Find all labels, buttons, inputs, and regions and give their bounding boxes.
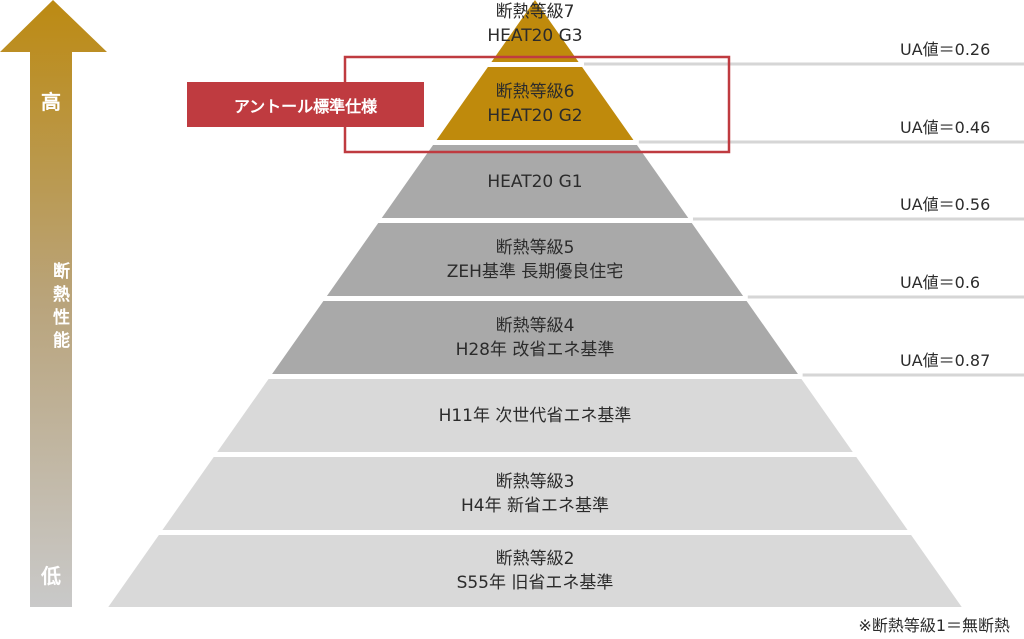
pyramid-tier <box>381 145 689 218</box>
tier-line2: H28年 改省エネ基準 <box>455 339 615 360</box>
pyramid-tier <box>326 223 744 296</box>
tier-line1: 断熱等級7 <box>495 2 575 22</box>
tier-line1: 断熱等級4 <box>495 315 575 336</box>
pyramid-tier <box>162 457 908 530</box>
performance-arrow <box>0 0 107 607</box>
tier-line1: 断熱等級5 <box>495 237 575 258</box>
footnote: ※断熱等級1＝無断熱 <box>858 616 1010 635</box>
standard-spec-badge: アントール標準仕様 <box>187 82 424 127</box>
tier-line2: S55年 旧省エネ基準 <box>456 573 614 593</box>
ua-value: UA値＝0.56 <box>900 195 991 214</box>
pyramid-tier <box>108 535 962 607</box>
tier-line2: HEAT20 G3 <box>487 26 583 46</box>
tier-line2: H4年 新省エネ基準 <box>460 495 609 516</box>
pyramid-tier <box>436 67 634 140</box>
tier-line1: H11年 次世代省エネ基準 <box>438 405 632 426</box>
tier-label: HEAT20 G1 <box>335 170 735 194</box>
tier-line2: ZEH基準 長期優良住宅 <box>446 261 624 282</box>
ua-value: UA値＝0.46 <box>900 118 991 137</box>
tier-label: H11年 次世代省エネ基準 <box>335 404 735 428</box>
tier-line2: HEAT20 G2 <box>487 105 583 126</box>
ua-value: UA値＝0.6 <box>900 273 981 292</box>
pyramid-tier <box>272 301 798 374</box>
ua-value: UA値＝0.87 <box>900 351 991 370</box>
pyramid-tier <box>217 379 853 452</box>
tier-line1: 断熱等級3 <box>495 471 575 492</box>
arrow-axis-label: 断熱性能 <box>49 262 69 354</box>
tier-line1: 断熱等級2 <box>495 549 575 569</box>
tier-line1: HEAT20 G1 <box>487 171 583 192</box>
pyramid-tier <box>491 0 579 62</box>
arrow-high-label: 高 <box>41 90 61 114</box>
ua-value: UA値＝0.26 <box>900 40 991 59</box>
tier-line1: 断熱等級6 <box>495 81 575 102</box>
arrow-low-label: 低 <box>41 564 61 588</box>
